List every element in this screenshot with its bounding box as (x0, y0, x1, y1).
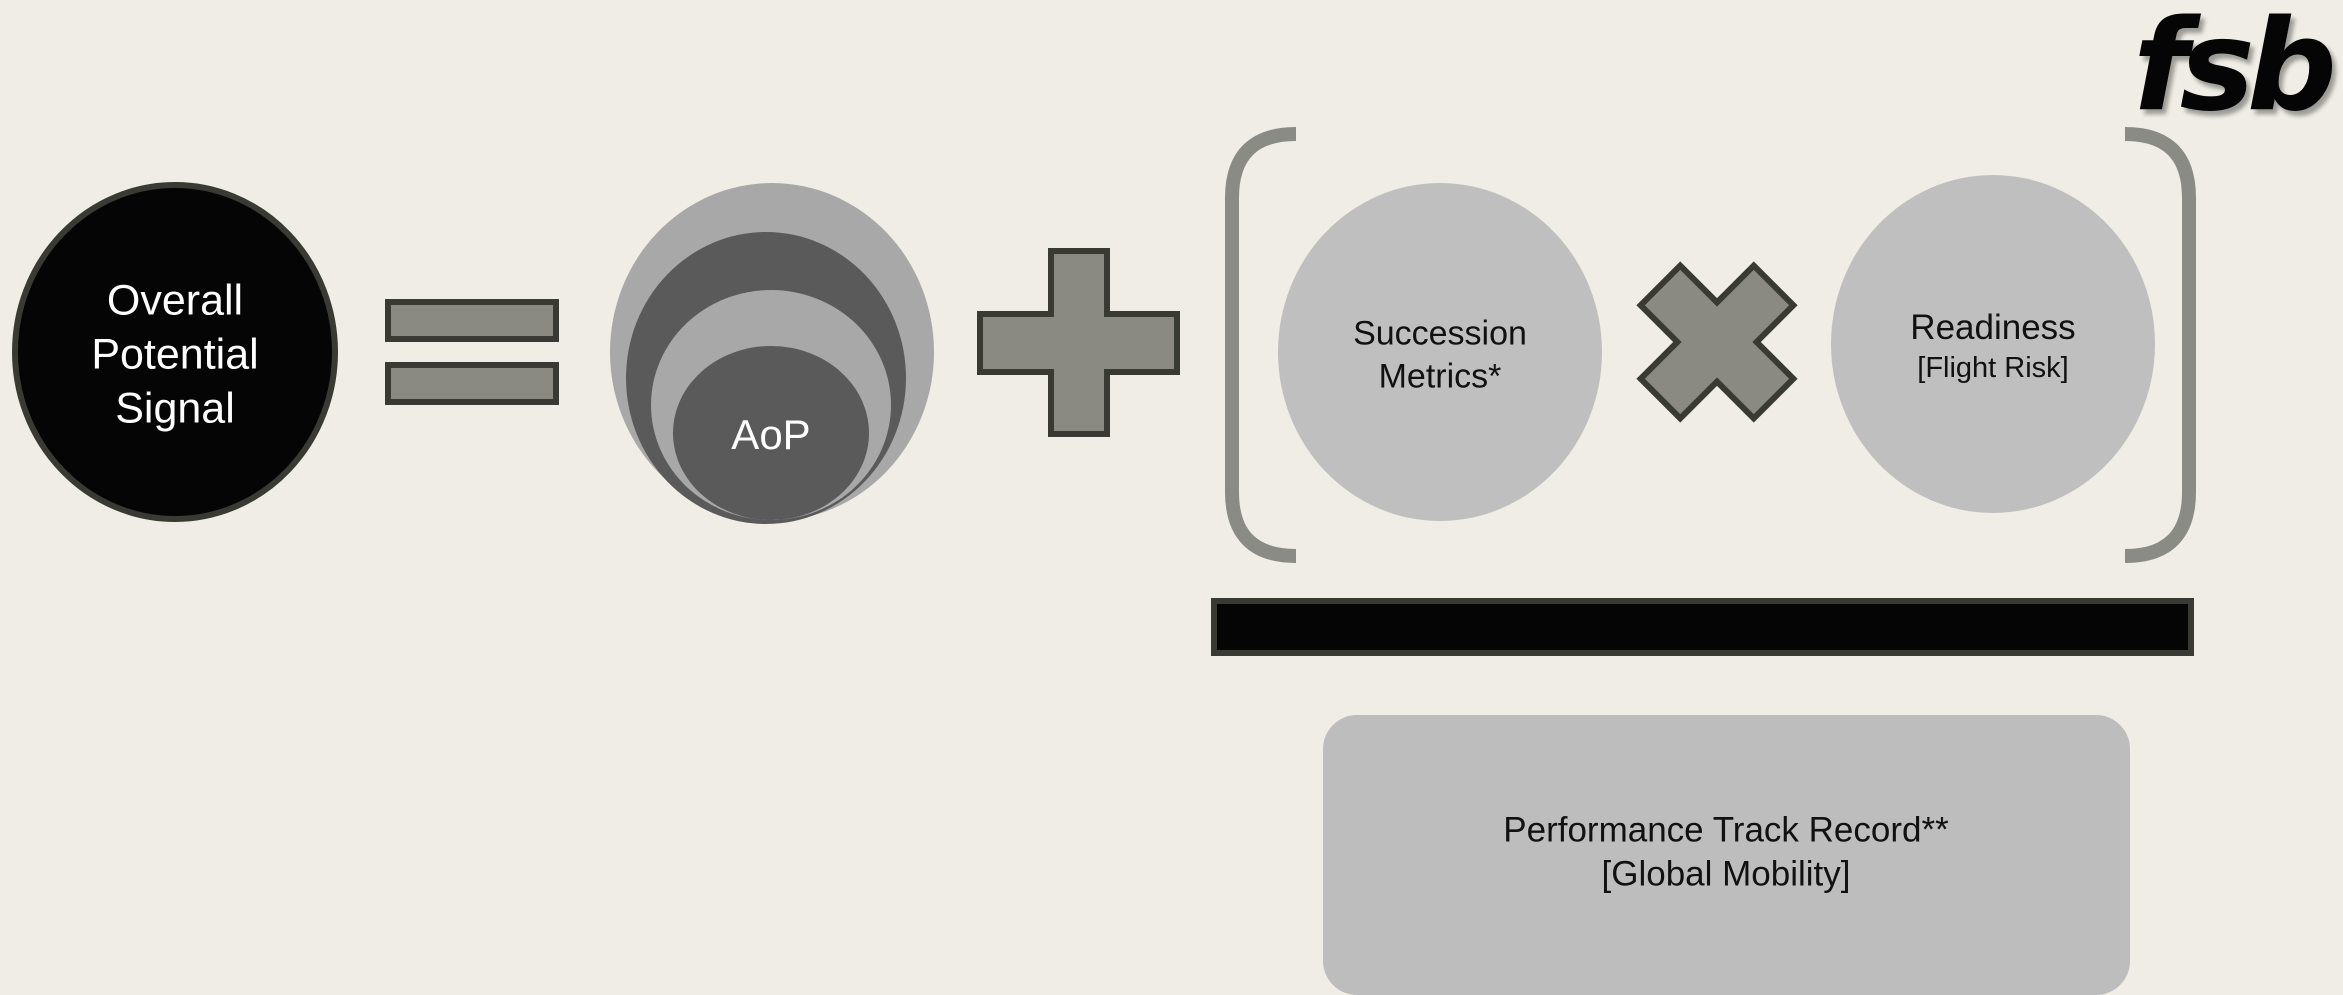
succession-metrics-circle (1278, 183, 1602, 521)
readiness-label: Readiness [Flight Risk] (1910, 306, 2075, 386)
aop-text: AoP (731, 410, 811, 458)
performance-label: Performance Track Record** [Global Mobil… (1503, 808, 1948, 896)
overall-signal-circle (12, 182, 338, 522)
aop-label: AoP (731, 409, 810, 462)
overall-signal-line-2: Potential (91, 330, 259, 379)
readiness-subtitle: [Flight Risk] (1917, 351, 2069, 384)
readiness-title: Readiness (1910, 308, 2076, 347)
succession-metrics-label: Succession Metrics* (1353, 313, 1527, 398)
overall-signal-line-1: Overall (106, 276, 244, 325)
multiply-icon (1636, 261, 1798, 423)
succession-line-1: Succession (1353, 314, 1527, 353)
left-bracket (1225, 127, 1297, 563)
aop-nested-circles (610, 183, 934, 524)
performance-track-record-box (1323, 715, 2130, 995)
right-bracket (2124, 127, 2196, 563)
performance-subtitle: [Global Mobility] (1601, 854, 1851, 893)
fsb-logo: fsb (2132, 0, 2337, 139)
succession-line-2: Metrics* (1378, 357, 1502, 395)
plus-icon (977, 248, 1180, 437)
readiness-circle (1831, 175, 2155, 513)
performance-title: Performance Track Record** (1503, 810, 1949, 850)
equals-icon (385, 299, 559, 405)
overall-signal-label: Overall Potential Signal (91, 274, 258, 435)
divide-bar (1211, 598, 2194, 656)
overall-signal-line-3: Signal (115, 383, 235, 432)
